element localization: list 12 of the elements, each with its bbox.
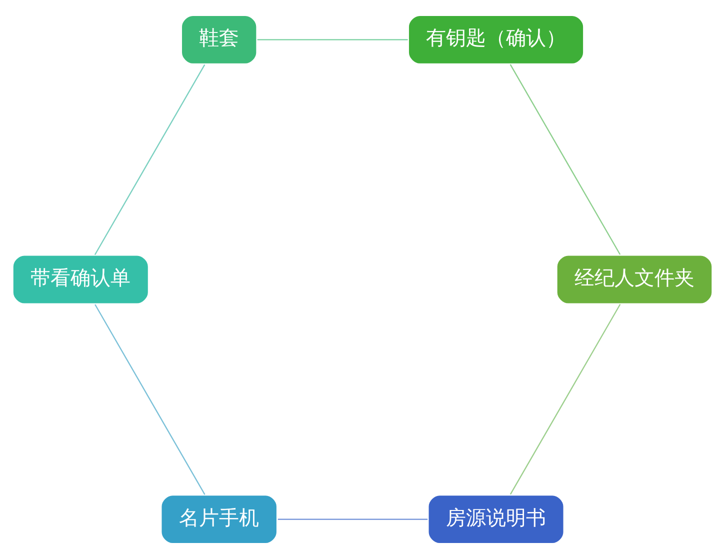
connector [94, 304, 206, 495]
connector [257, 39, 408, 40]
connector [278, 518, 428, 520]
connector [94, 64, 206, 256]
node-box: 鞋套 [180, 14, 258, 66]
node-box: 名片手机 [160, 494, 278, 546]
node-box: 经纪人文件夹 [555, 254, 714, 306]
node-box: 有钥匙（确认） [407, 14, 586, 66]
connector [510, 304, 621, 495]
node-box: 带看确认单 [11, 254, 150, 306]
connector [510, 64, 621, 255]
node-box: 房源说明书 [426, 494, 566, 546]
